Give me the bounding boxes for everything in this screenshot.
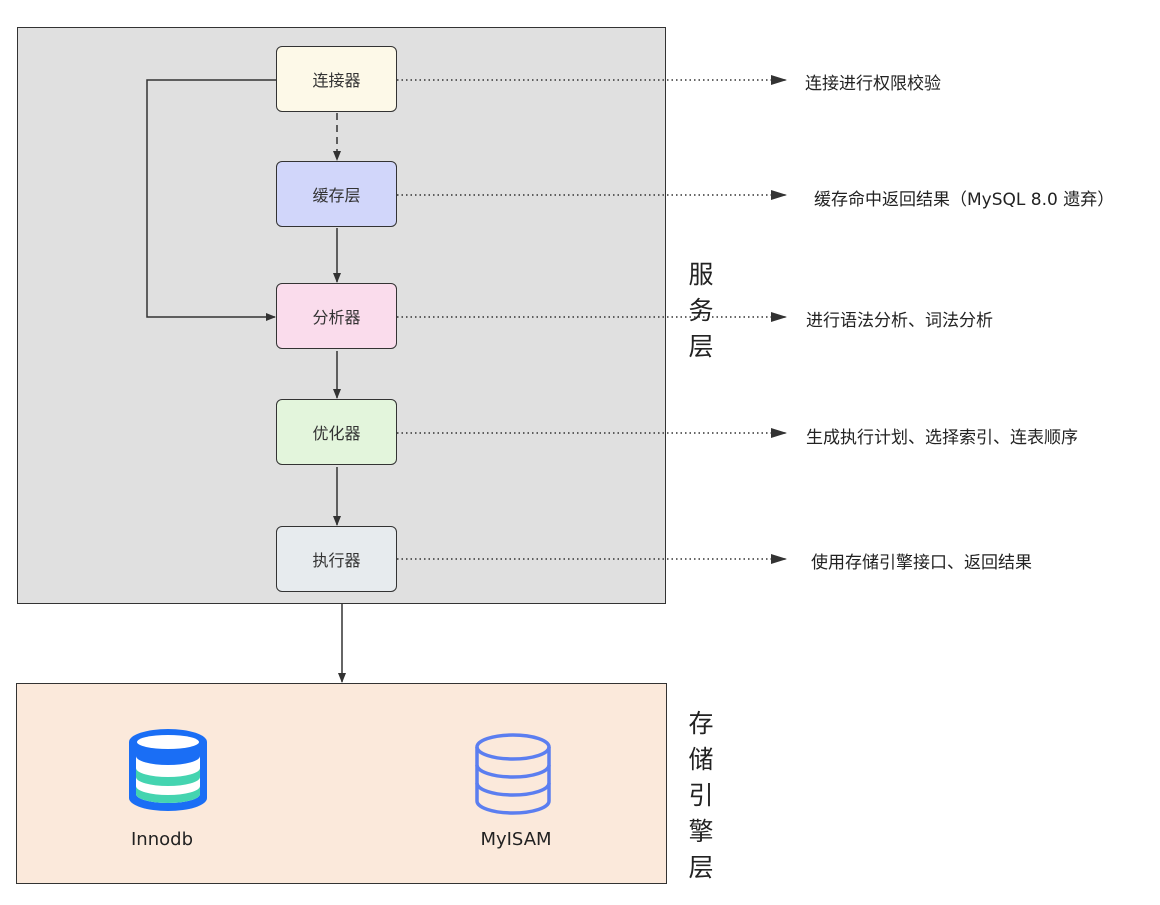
optimizer-node: 优化器 — [276, 399, 397, 465]
service-layer-label: 服 务 层 — [688, 260, 714, 361]
optimizer-description: 生成执行计划、选择索引、连表顺序 — [806, 428, 1078, 448]
connector-description: 连接进行权限校验 — [805, 74, 941, 94]
executor-description: 使用存储引擎接口、返回结果 — [811, 553, 1032, 573]
analyzer-description: 进行语法分析、词法分析 — [806, 311, 993, 331]
cache-node: 缓存层 — [276, 161, 397, 227]
connector-to-analyzer-bypass-arrow — [146, 79, 276, 321]
database-filled-icon — [129, 729, 207, 811]
executor-node: 执行器 — [276, 526, 397, 592]
analyzer-node: 分析器 — [276, 283, 397, 349]
database-outline-icon — [475, 733, 551, 815]
innodb-label: Innodb — [131, 829, 193, 850]
storage-engine-layer-label: 存 储 引 擎 层 — [688, 709, 714, 882]
storage-engine-layer-panel — [16, 683, 667, 884]
myisam-label: MyISAM — [480, 829, 552, 850]
connector-node: 连接器 — [276, 46, 397, 112]
cache-description: 缓存命中返回结果（MySQL 8.0 遗弃） — [814, 190, 1115, 210]
